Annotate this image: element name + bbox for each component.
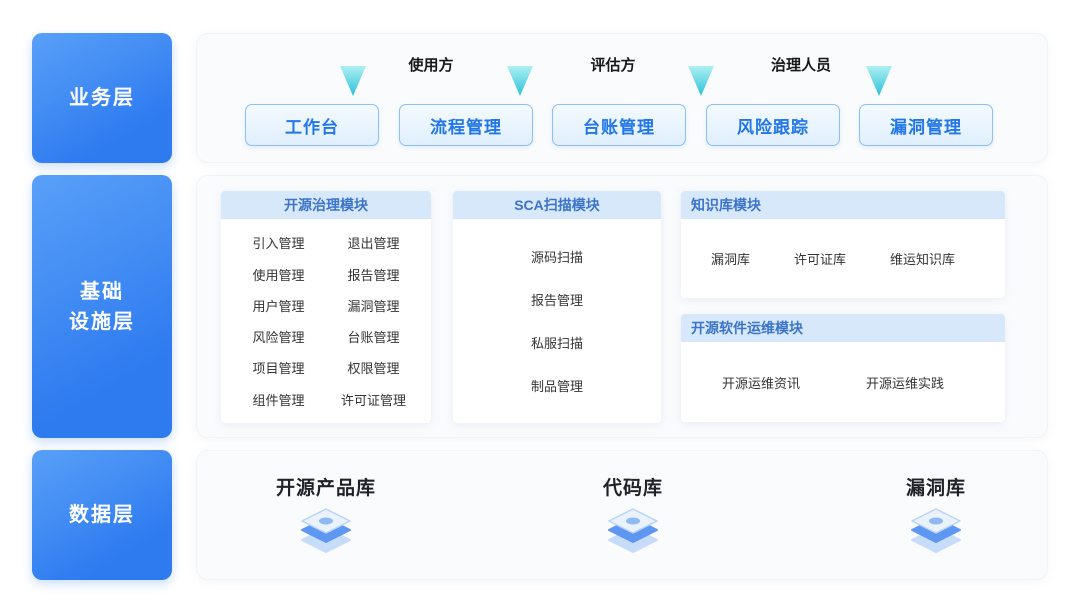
open-source-ops-module-card: 开源软件运维模块 开源运维资讯 开源运维实践 <box>681 314 1005 422</box>
db-label-vulns: 漏洞库 <box>905 478 967 499</box>
module-item: 开源运维资讯 <box>721 375 800 391</box>
open-source-governance-module-card: 开源治理模块 引入管理 退出管理 使用管理 报告管理 用户管理 漏洞管理 风险管… <box>221 191 431 423</box>
database-stack-icon <box>607 508 658 553</box>
data-layer-panel: 开源产品库 代码库 漏洞库 <box>196 450 1048 580</box>
module-item: 源码扫描 <box>530 250 583 265</box>
db-label-products: 开源产品库 <box>275 478 377 499</box>
module-item: 台账管理 <box>347 330 400 346</box>
ops-item-list: 开源运维资讯 开源运维实践 <box>681 342 1005 422</box>
module-item: 退出管理 <box>347 236 400 252</box>
role-label-governor: 治理人员 <box>770 57 832 74</box>
module-header-sca: SCA扫描模块 <box>453 191 661 219</box>
module-item: 开源运维实践 <box>865 375 944 391</box>
risk-tracking-box: 风险跟踪 <box>706 104 840 146</box>
module-header-knowledge: 知识库模块 <box>681 191 1005 219</box>
business-layer-panel: 使用方 评估方 治理人员 工作台 流程管理 台账管理 风险跟踪 漏洞管理 <box>196 33 1048 163</box>
module-item: 报告管理 <box>347 267 400 283</box>
module-item: 维运知识库 <box>889 252 955 267</box>
sca-item-list: 源码扫描 报告管理 私服扫描 制品管理 <box>453 219 661 423</box>
layer-label-data: 数据层 <box>69 504 135 526</box>
layer-box-business: 业务层 <box>32 33 172 163</box>
module-item: 报告管理 <box>530 293 583 308</box>
knowledge-item-list: 漏洞库 许可证库 维运知识库 <box>681 219 1005 298</box>
db-label-code: 代码库 <box>602 478 664 499</box>
down-arrow-icon <box>866 66 892 96</box>
module-item: 引入管理 <box>252 236 305 252</box>
module-header-ops: 开源软件运维模块 <box>681 314 1005 342</box>
infrastructure-layer-panel: 开源治理模块 引入管理 退出管理 使用管理 报告管理 用户管理 漏洞管理 风险管… <box>196 175 1048 438</box>
db-group-code: 代码库 <box>603 473 663 554</box>
module-item: 组件管理 <box>252 392 305 408</box>
db-group-products: 开源产品库 <box>276 473 376 554</box>
module-item: 项目管理 <box>252 361 305 377</box>
ledger-mgmt-box: 台账管理 <box>552 104 686 146</box>
module-item: 制品管理 <box>530 379 583 394</box>
layer-label-business: 业务层 <box>69 87 135 109</box>
role-label-user: 使用方 <box>408 57 454 74</box>
db-group-vulns: 漏洞库 <box>906 473 966 554</box>
database-stack-icon <box>910 508 961 553</box>
sca-scan-module-card: SCA扫描模块 源码扫描 报告管理 私服扫描 制品管理 <box>453 191 661 423</box>
module-item: 许可证管理 <box>340 392 406 408</box>
module-header-governance: 开源治理模块 <box>221 191 431 219</box>
layer-box-infrastructure: 基础 设施层 <box>32 175 172 438</box>
module-item: 许可证库 <box>793 252 846 267</box>
module-item: 权限管理 <box>347 361 400 377</box>
module-item: 私服扫描 <box>530 336 583 351</box>
layer-label-infrastructure: 基础 设施层 <box>69 280 135 333</box>
database-stack-icon <box>300 508 351 553</box>
down-arrow-icon <box>340 66 366 96</box>
module-item: 使用管理 <box>252 267 305 283</box>
process-mgmt-box: 流程管理 <box>399 104 533 146</box>
module-item: 用户管理 <box>252 298 305 314</box>
layer-box-data: 数据层 <box>32 450 172 580</box>
module-item: 漏洞库 <box>710 252 750 267</box>
governance-item-grid: 引入管理 退出管理 使用管理 报告管理 用户管理 漏洞管理 风险管理 台账管理 … <box>221 219 431 423</box>
down-arrow-icon <box>688 66 714 96</box>
down-arrow-icon <box>507 66 533 96</box>
vuln-mgmt-box: 漏洞管理 <box>859 104 993 146</box>
module-item: 漏洞管理 <box>347 298 400 314</box>
role-label-assessor: 评估方 <box>590 57 636 74</box>
module-item: 风险管理 <box>252 330 305 346</box>
workbench-box: 工作台 <box>245 104 379 146</box>
knowledge-base-module-card: 知识库模块 漏洞库 许可证库 维运知识库 <box>681 191 1005 298</box>
